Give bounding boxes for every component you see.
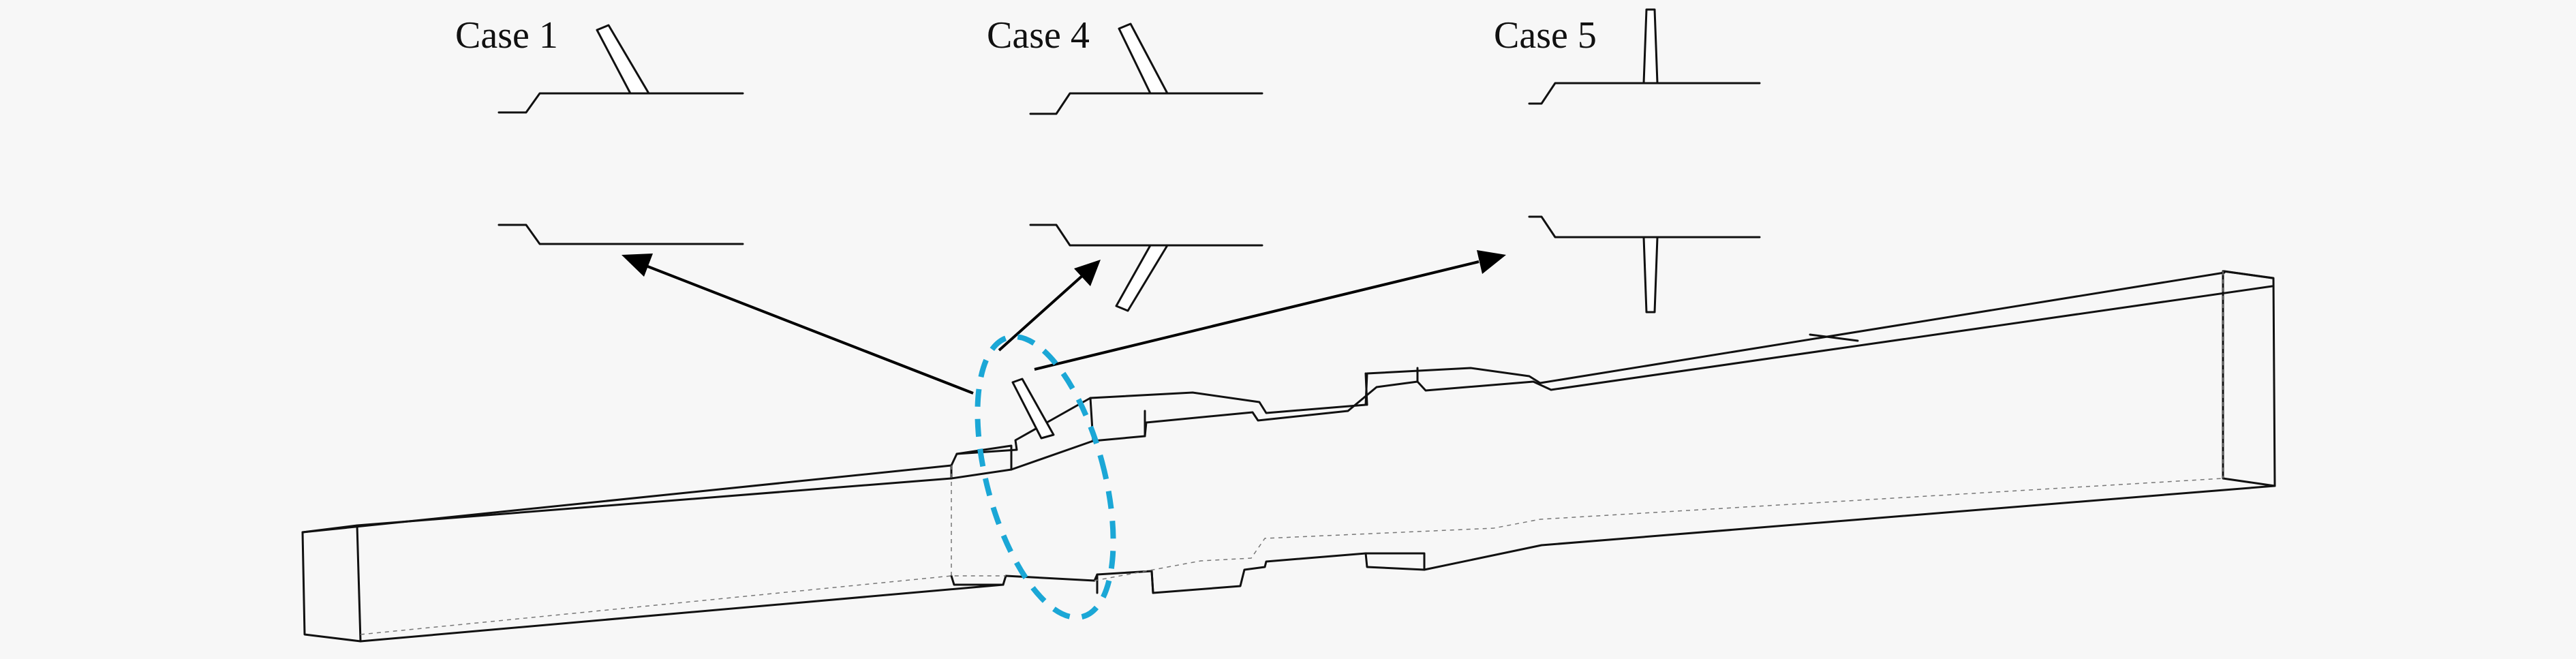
hidden-edge-3 xyxy=(1094,478,2224,581)
arrow-head-case-5 xyxy=(1477,250,1506,274)
arrow-to-case-1 xyxy=(645,264,974,395)
hidden-edge-1 xyxy=(360,575,1006,635)
arrow-to-case-5 xyxy=(1034,260,1479,371)
case-4-bottom-wall xyxy=(1029,224,1263,247)
step-5 xyxy=(1364,372,1368,406)
arrow-head-case-1 xyxy=(622,254,653,277)
arrow-to-case-4 xyxy=(998,273,1085,352)
case-4-top-wall xyxy=(1029,92,1263,115)
case-5-probe-bottom xyxy=(1642,236,1659,313)
top-back-edge xyxy=(301,270,2273,534)
outlet-face xyxy=(2222,270,2276,487)
case-1-bottom-wall xyxy=(497,224,744,245)
highlight-ellipse xyxy=(975,334,1116,620)
model-probe xyxy=(1011,378,1055,440)
case-1-probe xyxy=(596,24,650,95)
case-4-probe-bottom xyxy=(1115,244,1169,312)
arrows xyxy=(622,250,1506,395)
case-1-inset xyxy=(497,24,744,245)
step-2 xyxy=(955,444,1013,471)
top-front-edge xyxy=(356,285,2273,527)
bottom-step-3 xyxy=(1364,552,1426,571)
bottom-step-1 xyxy=(950,574,1005,586)
inlet-face xyxy=(301,524,362,643)
case-4-inset xyxy=(1029,22,1263,312)
bottom-step-4 xyxy=(1150,570,1154,594)
channel-model xyxy=(301,270,2276,643)
case-1-top-wall xyxy=(497,92,744,114)
case-5-label: Case 5 xyxy=(1494,14,1597,57)
case-5-bottom-wall xyxy=(1528,215,1761,239)
case-1-label: Case 1 xyxy=(455,14,558,57)
arrow-head-case-4 xyxy=(1074,260,1101,286)
case-5-probe-top xyxy=(1642,8,1659,85)
step-7 xyxy=(1809,333,1859,342)
case-4-label: Case 4 xyxy=(987,14,1090,57)
bottom-front-edge xyxy=(359,485,2276,643)
case-5-top-wall xyxy=(1528,82,1761,105)
case-4-probe-top xyxy=(1118,22,1169,95)
case-5-inset xyxy=(1528,8,1761,313)
